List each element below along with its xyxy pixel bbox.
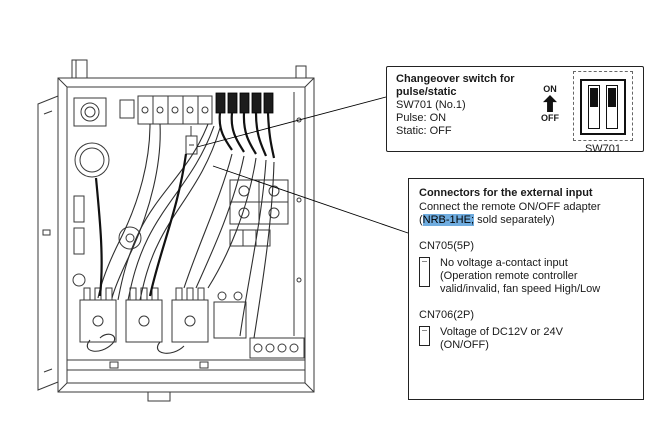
wiring (86, 123, 275, 354)
sw701-component (185, 126, 198, 155)
connectors-desc-after: sold separately) (474, 214, 555, 226)
connector-icon-cn705 (419, 257, 430, 287)
callout-changeover-switch: Changeover switch for pulse/static SW701… (386, 66, 644, 155)
connectors-desc-before: Connect the remote ON/OFF adapter ( (419, 201, 601, 226)
connectors-title: Connectors for the external input (419, 187, 593, 199)
off-label: OFF (541, 113, 559, 123)
cn706-label: CN706(2P) (419, 309, 475, 321)
cn706-row: Voltage of DC12V or 24V (ON/OFF) (419, 326, 633, 352)
dip-toggle-2 (606, 85, 618, 129)
external-input-connectors (215, 92, 274, 114)
cn705-row: No voltage a-contact input (Operation re… (419, 257, 633, 296)
on-label: ON (543, 84, 557, 94)
switch-callout-title: Changeover switch for pulse/static (396, 73, 515, 98)
highlighted-text: NRB-1HE; (422, 214, 475, 226)
connector-icon-cn706 (419, 326, 430, 346)
cn706-description: Voltage of DC12V or 24V (ON/OFF) (440, 326, 563, 351)
capacitor (74, 142, 110, 178)
wire-bundle (94, 112, 276, 297)
cn705-label: CN705(5P) (419, 240, 475, 252)
dip-toggle-1 (588, 85, 600, 129)
cn705-description: No voltage a-contact input (Operation re… (440, 257, 601, 295)
switch-static-setting: Static: OFF (396, 125, 452, 137)
connectors-description: Connect the remote ON/OFF adapter (NRB-1… (419, 201, 633, 227)
leader-lines (196, 96, 409, 234)
callout-connectors: Connectors for the external input Connec… (408, 178, 644, 400)
switch-model: SW701 (No.1) (396, 99, 466, 111)
terminal-blocks (72, 95, 305, 359)
dip-switch-area: SW701 (573, 71, 633, 156)
dip-toggle-1-knob (590, 88, 598, 107)
switch-position-indicator: ON OFF (537, 84, 563, 123)
enclosure (37, 59, 315, 402)
arrow-up-icon (543, 95, 557, 112)
dip-toggle-2-knob (608, 88, 616, 107)
switch-callout-text: Changeover switch for pulse/static SW701… (396, 73, 536, 138)
dip-switch-sw701-icon (580, 79, 626, 135)
dip-switch-label: SW701 (584, 143, 622, 155)
switch-pulse-setting: Pulse: ON (396, 112, 447, 124)
bottom-relays (79, 287, 247, 343)
dip-switch-outline (573, 71, 633, 141)
